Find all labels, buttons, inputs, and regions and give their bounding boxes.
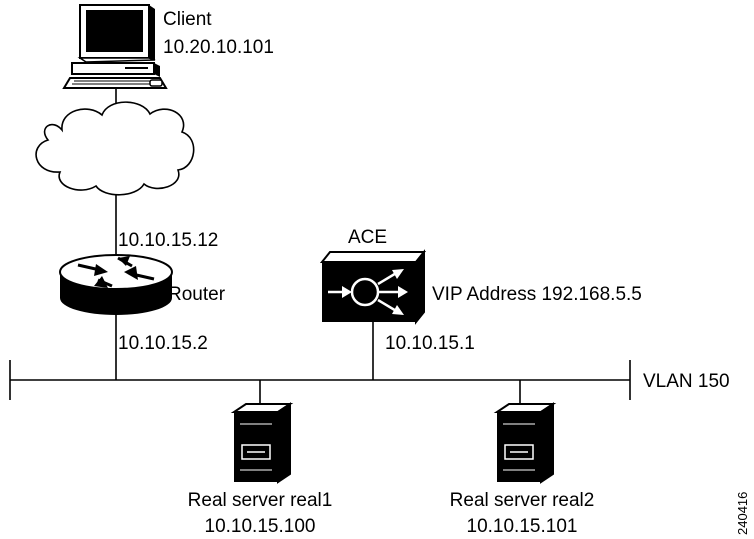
server-real2-ip-label: 10.10.15.101	[467, 516, 578, 537]
figure-id-label: 240416	[735, 492, 750, 535]
server-real1-icon	[230, 402, 294, 484]
vlan-label: VLAN 150	[643, 371, 730, 392]
cloud-icon	[35, 101, 195, 196]
ace-vip-label: VIP Address 192.168.5.5	[432, 284, 642, 305]
client-computer-icon	[62, 4, 168, 89]
client-name-label: Client	[163, 9, 212, 30]
server-real1-ip-label: 10.10.15.100	[205, 516, 316, 537]
router-name-label: Router	[168, 284, 226, 305]
router-upper-ip-label: 10.10.15.12	[118, 230, 218, 251]
server-real2-name-label: Real server real2	[450, 490, 595, 511]
client-ip-label: 10.20.10.101	[163, 37, 274, 58]
server-real2-icon	[493, 402, 557, 484]
vlan-bus	[9, 360, 631, 400]
ace-ip-label: 10.10.15.1	[385, 333, 475, 354]
router-lower-ip-label: 10.10.15.2	[118, 333, 208, 354]
router-icon	[59, 254, 173, 315]
ace-module-icon	[319, 249, 427, 325]
ace-name-label: ACE	[348, 227, 387, 248]
server-real1-name-label: Real server real1	[188, 490, 333, 511]
links	[115, 88, 521, 412]
